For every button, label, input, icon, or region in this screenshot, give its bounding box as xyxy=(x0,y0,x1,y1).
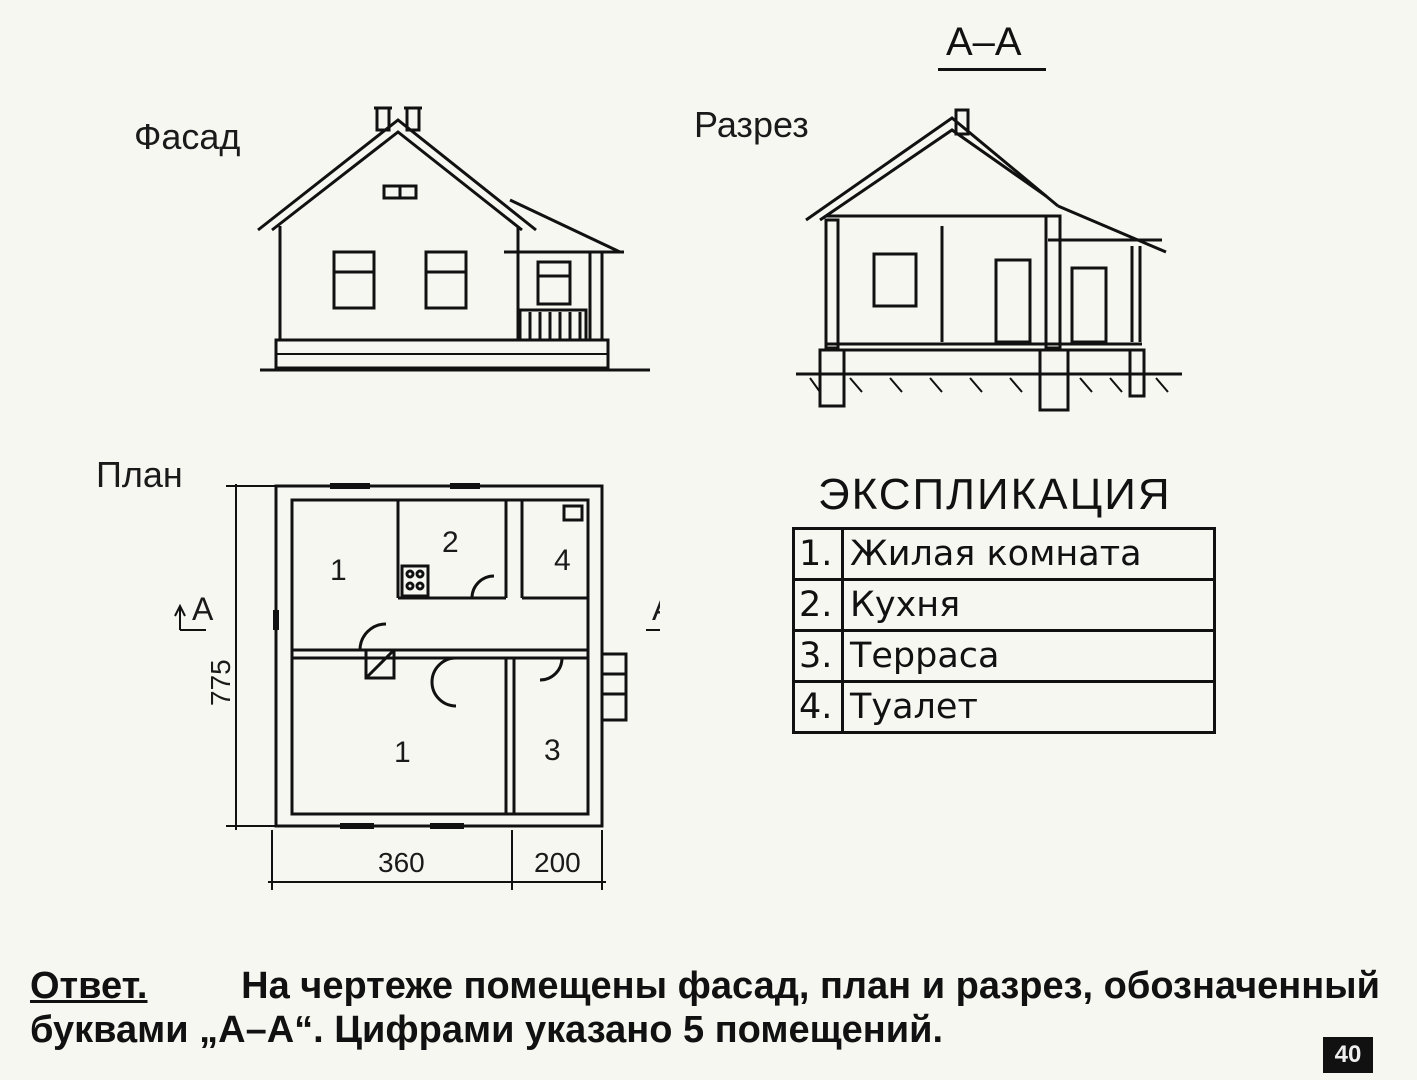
room-label: 4 xyxy=(554,544,571,577)
dimension-height: 775 xyxy=(205,659,236,706)
explication-title: ЭКСПЛИКАЦИЯ xyxy=(818,470,1172,519)
page-number: 40 xyxy=(1323,1037,1373,1073)
section-mark-underline xyxy=(938,68,1046,71)
room-name: Туалет xyxy=(841,680,1216,734)
dimension-width-terrace: 200 xyxy=(534,847,581,878)
answer-heading: Ответ. xyxy=(30,965,148,1007)
room-label: 3 xyxy=(544,734,561,767)
answer-text: Ответ. На чертеже помещены фасад, план и… xyxy=(30,964,1380,1052)
answer-line2: буквами „А–А“. Цифрами указано 5 помещен… xyxy=(30,1009,944,1051)
table-row: 2. Кухня xyxy=(792,578,1216,632)
cut-mark-right: А xyxy=(652,591,660,627)
room-name: Терраса xyxy=(841,629,1216,683)
room-label: 1 xyxy=(330,554,347,587)
table-row: 4. Туалет xyxy=(792,680,1216,734)
section-label: Разрез xyxy=(694,104,809,145)
section-mark: А–А xyxy=(946,20,1022,64)
plan-label: План xyxy=(96,454,183,495)
row-number: 4. xyxy=(792,680,844,734)
room-label: 1 xyxy=(394,736,411,769)
section-drawing xyxy=(796,108,1182,412)
facade-label: Фасад xyxy=(134,116,241,157)
dimension-width-main: 360 xyxy=(378,847,425,878)
row-number: 3. xyxy=(792,629,844,683)
cut-mark-left: А xyxy=(192,591,214,627)
row-number: 1. xyxy=(792,527,844,581)
facade-drawing xyxy=(257,106,650,372)
room-name: Жилая комната xyxy=(841,527,1216,581)
row-number: 2. xyxy=(792,578,844,632)
table-row: 1. Жилая комната xyxy=(792,527,1216,581)
room-label: 2 xyxy=(442,526,459,559)
answer-line1: На чертеже помещены фасад, план и разрез… xyxy=(241,965,1380,1007)
room-name: Кухня xyxy=(841,578,1216,632)
plan-drawing: 1 2 4 1 3 360 200 775 А А xyxy=(174,483,660,890)
explication-table: 1. Жилая комната 2. Кухня 3. Терраса 4. … xyxy=(792,527,1216,734)
table-row: 3. Терраса xyxy=(792,629,1216,683)
